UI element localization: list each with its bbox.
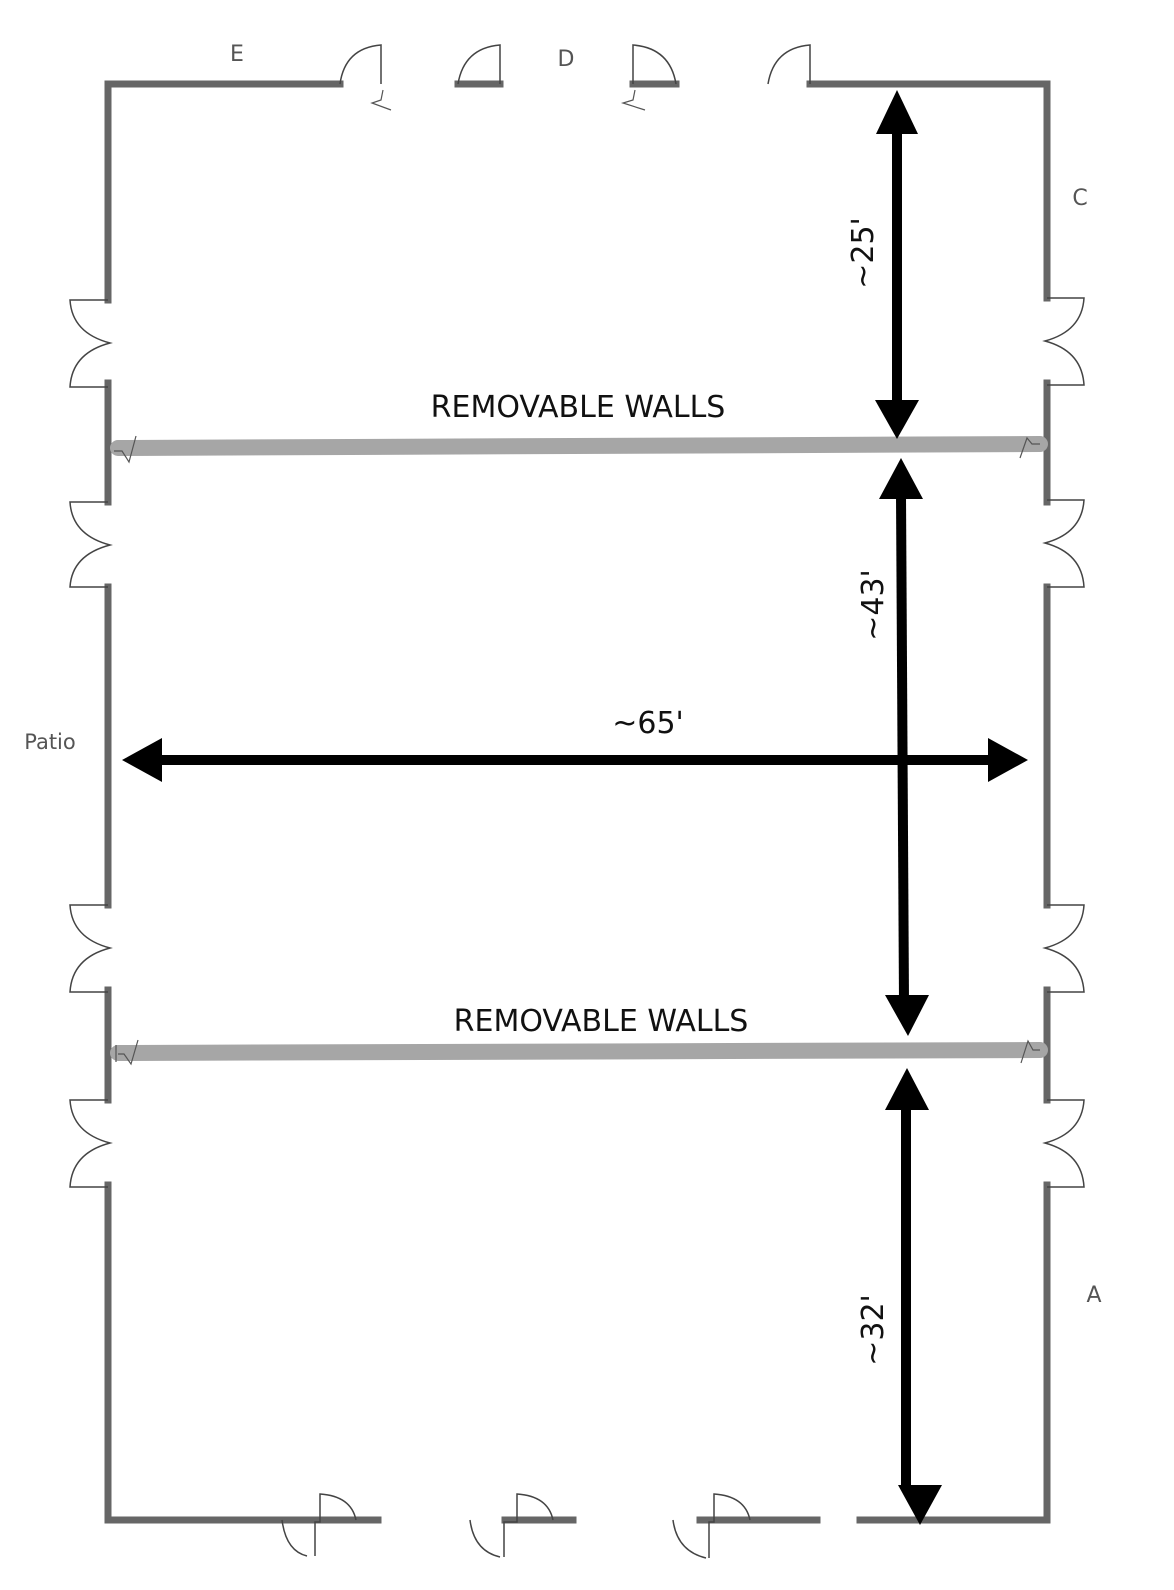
- entrance-labels: E D C A Patio: [24, 42, 1101, 1308]
- top-wall: [104, 80, 1051, 304]
- removable-wall-bar: [110, 1042, 1048, 1061]
- dimension-width: ~65': [122, 706, 1028, 782]
- wall-symbol-right-upper: [1019, 436, 1040, 459]
- arrow-down-icon: [875, 400, 919, 439]
- wall-symbol-top-2: [620, 89, 646, 111]
- arrow-up-icon: [885, 1068, 929, 1110]
- doors-top: [339, 44, 811, 111]
- arrow-left-icon: [122, 738, 162, 782]
- dimension-bottom: ~32': [856, 1068, 942, 1525]
- doors-right: [1042, 297, 1085, 1188]
- wall-symbol-right-lower: [1020, 1039, 1040, 1064]
- removable-wall-upper: REMOVABLE WALLS: [110, 390, 1048, 464]
- wall-symbol-left-upper: [114, 435, 137, 464]
- dimension-middle: ~43': [856, 458, 929, 1036]
- door-left-2: [69, 501, 113, 588]
- arrow-up-icon: [876, 90, 918, 134]
- dimension-label-middle: ~43': [856, 569, 891, 641]
- doors-bottom: [281, 1493, 751, 1559]
- arrow-down-icon: [898, 1485, 942, 1525]
- door-top-1: [339, 44, 382, 85]
- doors-left: [69, 299, 113, 1188]
- door-bottom-2: [469, 1493, 554, 1558]
- door-bottom-3: [672, 1493, 751, 1559]
- door-left-4: [69, 1099, 113, 1188]
- entrance-label-d: D: [558, 47, 575, 72]
- arrow-right-icon: [988, 738, 1028, 782]
- arrow-down-icon: [885, 995, 929, 1036]
- door-top-4: [767, 44, 811, 85]
- door-top-3: [632, 44, 677, 85]
- entrance-label-c: C: [1072, 186, 1087, 211]
- removable-wall-bar: [110, 436, 1048, 456]
- dimension-line: [896, 494, 909, 1003]
- removable-wall-lower: REMOVABLE WALLS: [110, 1004, 1048, 1066]
- dimension-label-bottom: ~32': [856, 1294, 891, 1366]
- door-right-4: [1042, 1099, 1085, 1188]
- entrance-label-e: E: [230, 42, 244, 67]
- dimension-top: ~25': [846, 90, 919, 439]
- door-bottom-1: [281, 1493, 357, 1557]
- door-left-1: [69, 299, 113, 388]
- patio-label: Patio: [24, 730, 76, 754]
- door-right-2: [1042, 499, 1085, 588]
- removable-walls-label-upper: REMOVABLE WALLS: [431, 390, 726, 425]
- door-left-3: [69, 904, 113, 993]
- wall-symbol-top-1: [370, 89, 392, 111]
- entrance-label-a: A: [1086, 1283, 1101, 1308]
- dimension-label-width: ~65': [612, 706, 684, 741]
- door-right-3: [1042, 904, 1085, 993]
- arrow-up-icon: [879, 458, 923, 499]
- wall-symbol-left-lower: [115, 1039, 139, 1066]
- dimension-label-top: ~25': [846, 217, 881, 289]
- removable-walls-label-lower: REMOVABLE WALLS: [454, 1004, 749, 1039]
- door-top-2: [457, 44, 501, 85]
- bottom-wall: [104, 1181, 821, 1524]
- door-right-1: [1042, 297, 1085, 386]
